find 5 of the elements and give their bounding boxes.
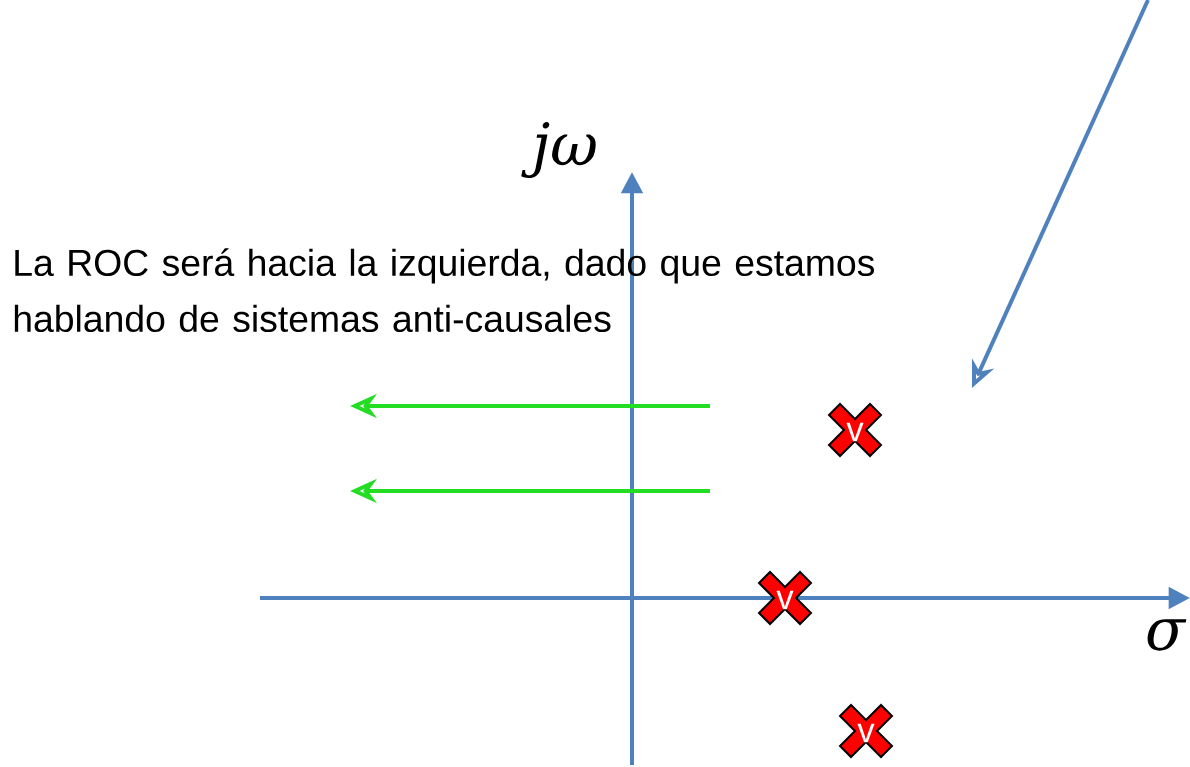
axis-label: σ	[1147, 619, 1187, 651]
pole-cross: v	[757, 570, 813, 626]
pole-cross: v	[838, 703, 894, 759]
pole-cross: v	[827, 402, 883, 458]
axis-label: jω	[521, 121, 596, 179]
